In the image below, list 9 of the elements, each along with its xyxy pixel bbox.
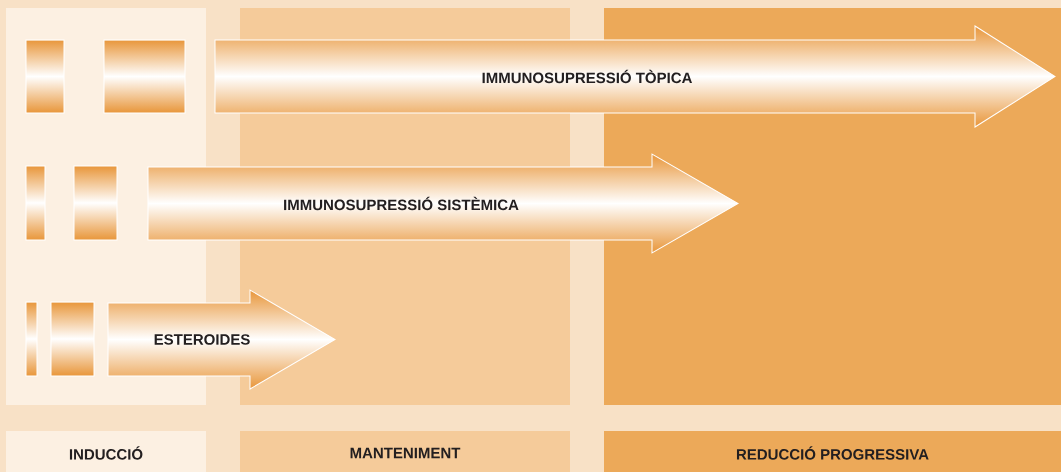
gradient-bar xyxy=(103,39,186,114)
phase-header: REDUCCIÓ PROGRESSIVA xyxy=(604,431,1061,472)
phase-header: MANTENIMENT xyxy=(240,431,570,472)
gradient-bar xyxy=(73,165,118,241)
gradient-bar xyxy=(25,301,38,377)
gradient-bar xyxy=(25,165,46,241)
phase-header: INDUCCIÓ xyxy=(6,431,206,472)
gradient-bar xyxy=(25,39,65,114)
gradient-bar xyxy=(50,301,95,377)
